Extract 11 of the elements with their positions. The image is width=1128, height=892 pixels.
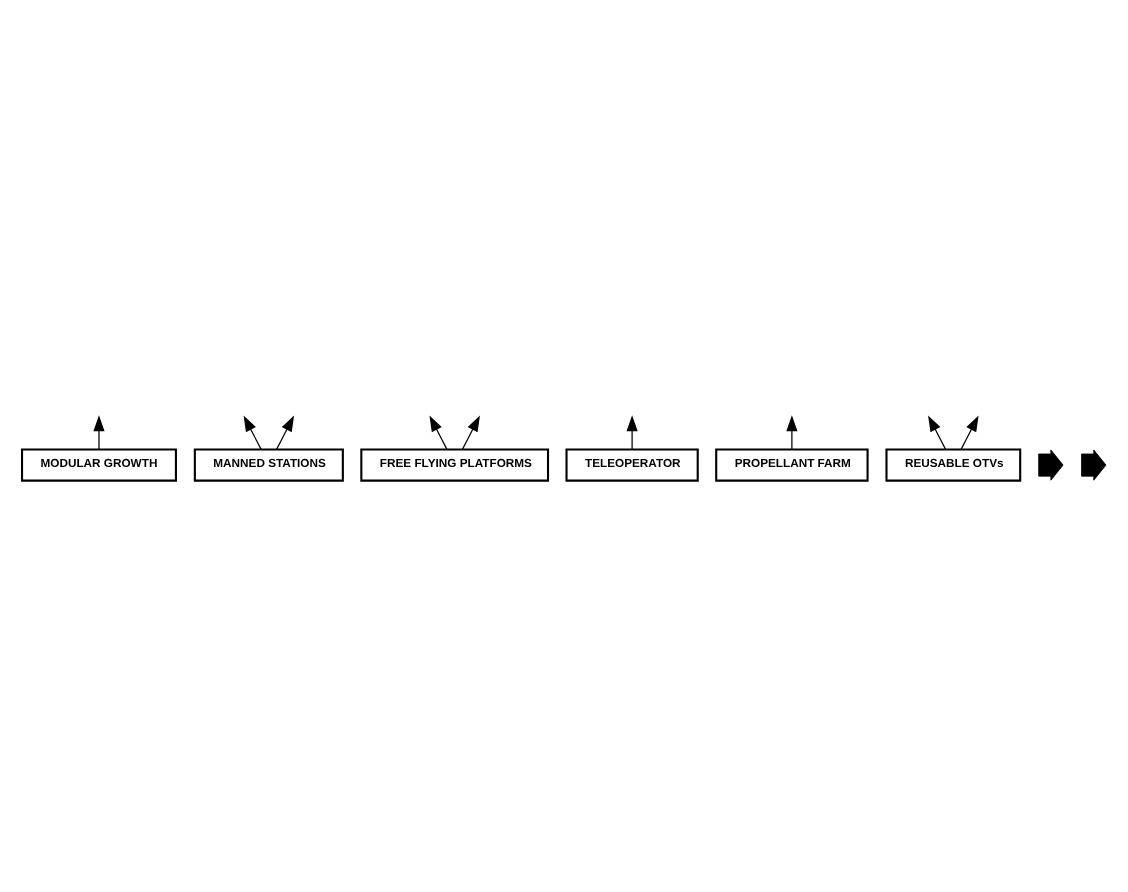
arrow xyxy=(626,414,638,449)
arrow xyxy=(243,414,262,449)
arrow xyxy=(429,414,448,449)
arrow xyxy=(461,414,480,449)
node-arrow xyxy=(1081,448,1107,480)
arrow xyxy=(786,414,798,449)
arrow xyxy=(275,414,295,449)
arrow xyxy=(960,414,979,449)
arrow xyxy=(93,414,105,449)
arrow xyxy=(928,414,947,449)
node-arrow xyxy=(1038,448,1064,480)
